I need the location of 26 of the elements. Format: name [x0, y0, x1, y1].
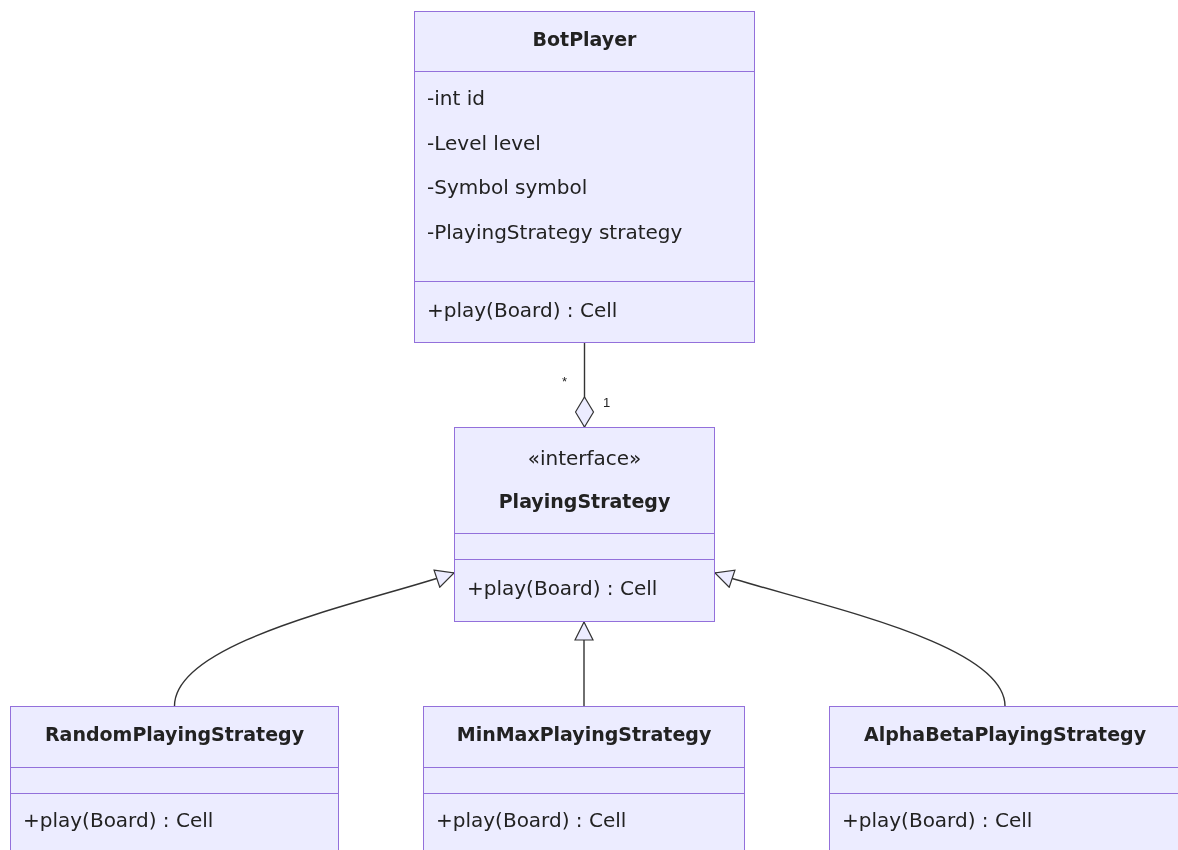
attribute-text: -Level level [427, 131, 541, 155]
class-name: PlayingStrategy [497, 490, 672, 513]
inheritance-arrow [574, 621, 594, 707]
multiplicity-label: 1 [603, 395, 611, 410]
method-text: +play(Board) : Cell [23, 808, 214, 832]
method-text: +play(Board) : Cell [436, 808, 627, 832]
attribute-text: -PlayingStrategy strategy [427, 220, 683, 244]
method-text: +play(Board) : Cell [467, 576, 658, 600]
class-name: MinMaxPlayingStrategy [455, 723, 713, 746]
method-text: +play(Board) : Cell [842, 808, 1033, 832]
class-box [10, 706, 339, 850]
method-text: +play(Board) : Cell [427, 298, 618, 322]
attribute-text: -int id [427, 86, 485, 110]
class-name: AlphaBetaPlayingStrategy [862, 723, 1148, 746]
aggregation-connector [574, 342, 595, 428]
stereotype-label: «interface» [526, 446, 643, 470]
attribute-text: -Symbol symbol [427, 175, 588, 199]
inheritance-arrow [173, 569, 455, 707]
class-box [414, 11, 755, 343]
class-name: RandomPlayingStrategy [43, 723, 305, 746]
class-box [423, 706, 745, 850]
multiplicity-label: * [562, 374, 568, 389]
inheritance-arrow [714, 569, 1006, 707]
class-box [454, 427, 715, 622]
class-box [829, 706, 1178, 850]
class-name: BotPlayer [531, 28, 638, 51]
